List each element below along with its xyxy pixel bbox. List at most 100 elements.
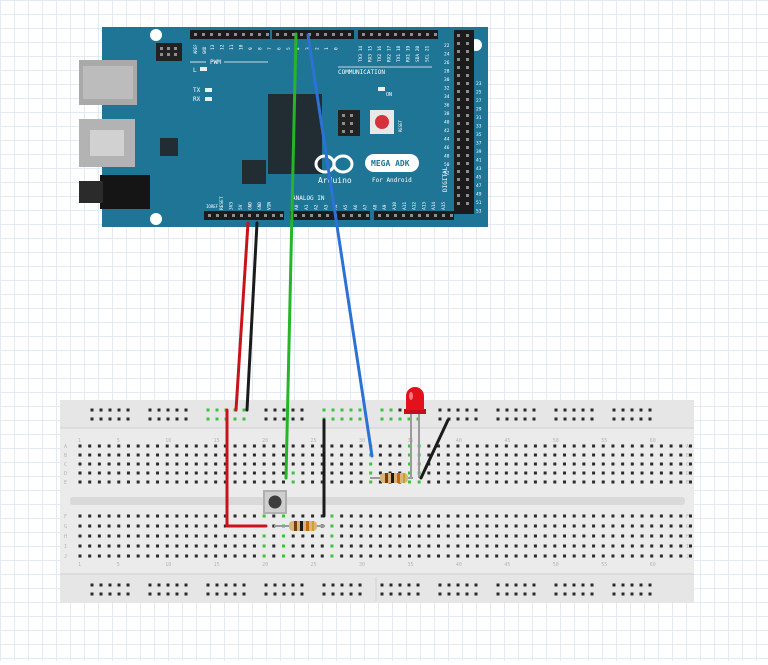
hole — [320, 471, 324, 475]
pin-label: 3 — [305, 47, 311, 50]
reset-label: RESET — [398, 119, 403, 132]
header-pin — [340, 33, 343, 36]
header-pin — [457, 202, 460, 205]
hole — [204, 544, 208, 548]
hole — [543, 534, 547, 538]
pin-label: A10 — [392, 202, 398, 210]
rail-hole — [273, 408, 277, 412]
hole — [592, 453, 596, 457]
hole — [175, 554, 179, 558]
header-pin — [250, 33, 253, 36]
hole — [621, 480, 625, 484]
hole — [582, 471, 586, 475]
pwm-label: PWM — [210, 59, 221, 66]
rail-hole — [148, 592, 152, 596]
hole — [514, 462, 518, 466]
hole — [679, 534, 683, 538]
hole — [514, 480, 518, 484]
hole — [378, 444, 382, 448]
hole — [194, 471, 198, 475]
rail-hole — [447, 592, 451, 596]
hole — [233, 462, 237, 466]
header-pin — [457, 58, 460, 61]
rail-hole — [184, 408, 188, 412]
hole — [126, 453, 130, 457]
pin-label: 43 — [476, 166, 482, 172]
rail-hole — [242, 408, 246, 412]
rail-hole — [447, 408, 451, 412]
hole — [582, 514, 586, 518]
rail-hole — [621, 417, 625, 421]
hole — [78, 453, 82, 457]
rail-hole — [474, 583, 478, 587]
hole — [272, 514, 276, 518]
hole — [437, 534, 441, 538]
hole — [659, 534, 663, 538]
hole — [214, 462, 218, 466]
rail-hole — [157, 592, 161, 596]
rail-hole — [590, 583, 594, 587]
hole — [592, 514, 596, 518]
pin-label: 13 — [210, 44, 216, 50]
rail-hole — [126, 408, 130, 412]
hole — [78, 471, 82, 475]
hole — [281, 514, 285, 518]
row-letter: A — [64, 444, 67, 450]
hole — [301, 514, 305, 518]
rail-hole — [496, 408, 500, 412]
hole — [301, 444, 305, 448]
hole — [185, 480, 189, 484]
column-number: 50 — [553, 438, 559, 444]
digital-label: DIGITAL — [442, 166, 449, 192]
pin-label: 23 — [476, 81, 482, 87]
hole — [272, 462, 276, 466]
hole — [407, 471, 411, 475]
rail-hole — [407, 417, 411, 421]
header-pin — [442, 214, 445, 217]
rail-hole — [291, 408, 295, 412]
rail-hole — [340, 592, 344, 596]
hole — [485, 514, 489, 518]
hole — [475, 444, 479, 448]
pwm-header — [190, 30, 270, 39]
header-pin — [457, 154, 460, 157]
hole — [563, 444, 566, 448]
hole — [640, 444, 644, 448]
pin-label: 4 — [296, 47, 302, 50]
hole — [398, 534, 402, 538]
hole — [533, 554, 537, 558]
hole — [185, 534, 189, 538]
header-pin — [234, 33, 237, 36]
hole — [592, 544, 596, 548]
pin-label: 2 — [315, 47, 321, 50]
hole — [97, 471, 101, 475]
hole — [437, 471, 441, 475]
hole — [582, 462, 586, 466]
hole — [252, 554, 256, 558]
hole — [165, 444, 169, 448]
on-led — [378, 87, 385, 91]
hole — [553, 471, 557, 475]
hole — [543, 524, 547, 528]
hole — [388, 444, 392, 448]
hole — [156, 480, 160, 484]
hole — [621, 544, 625, 548]
hole — [427, 544, 431, 548]
header-pin — [256, 214, 259, 217]
icsp-pin — [160, 53, 163, 56]
hole — [214, 554, 218, 558]
rail-hole — [166, 417, 170, 421]
rail-hole — [282, 583, 286, 587]
hole — [601, 444, 605, 448]
hole — [456, 480, 460, 484]
hole — [437, 453, 441, 457]
hole — [601, 514, 605, 518]
rail-hole — [282, 417, 286, 421]
hole — [543, 453, 547, 457]
hole — [291, 544, 295, 548]
hole — [78, 534, 82, 538]
header-pin — [358, 214, 361, 217]
hole — [650, 554, 654, 558]
hole — [514, 554, 518, 558]
hole — [456, 554, 460, 558]
